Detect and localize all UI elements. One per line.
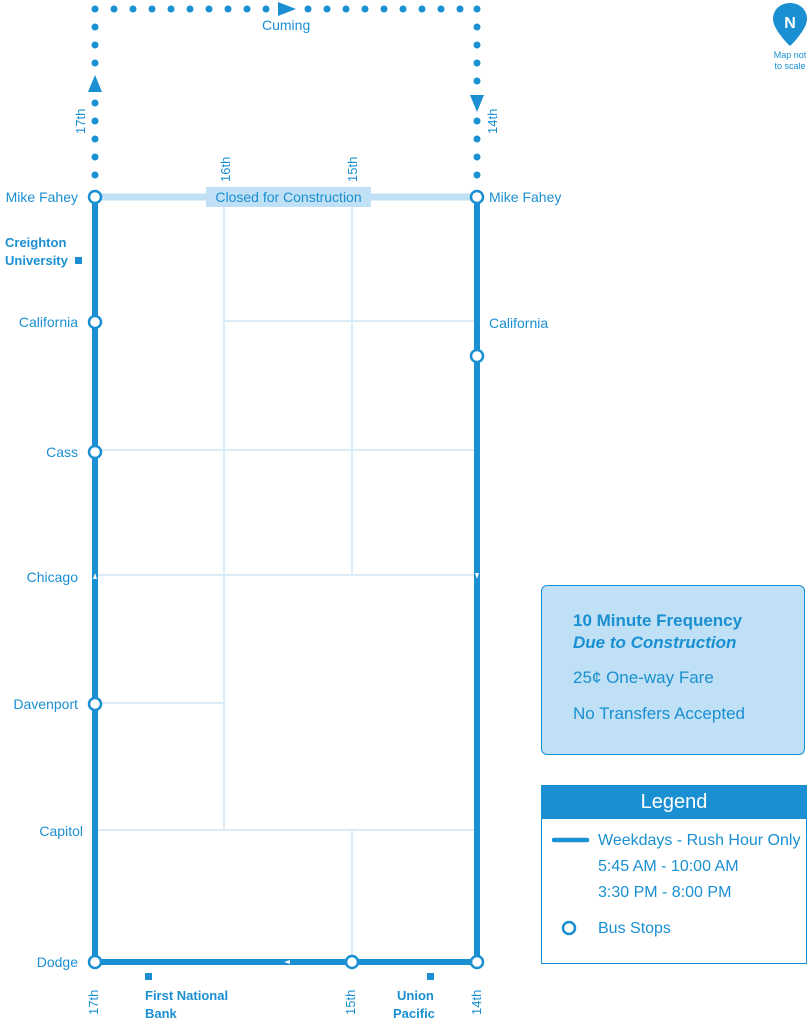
landmark-fnb-icon <box>145 973 152 980</box>
service-info-box: 10 Minute Frequency Due to Construction … <box>541 585 805 755</box>
street-label-cuming: Cuming <box>262 17 311 33</box>
compass: N Map not to scale <box>772 4 808 72</box>
stop-dodge-14th[interactable] <box>469 954 485 970</box>
arrow-left-icon <box>284 960 290 964</box>
landmark-up-icon <box>427 973 434 980</box>
info-transfers: No Transfers Accepted <box>573 704 745 723</box>
stop-label-california-east: California <box>489 315 549 331</box>
detour-arrow-south-icon <box>470 95 484 112</box>
street-grid <box>95 197 477 962</box>
street-label-17th-top: 17th <box>73 108 88 134</box>
legend-time-am: 5:45 AM - 10:00 AM <box>598 858 739 875</box>
street-label-14th-top: 14th <box>485 108 500 134</box>
info-construction: Due to Construction <box>573 633 737 652</box>
stop-label-dodge: Dodge <box>36 954 78 970</box>
legend-stops-label: Bus Stops <box>598 920 671 937</box>
legend: Legend Weekdays - Rush Hour Only 5:45 AM… <box>541 785 807 964</box>
street-label-14th-bottom: 14th <box>469 989 484 1015</box>
street-label-17th-bottom: 17th <box>86 989 101 1015</box>
landmark-creighton-line2: University <box>5 253 68 268</box>
main-route <box>92 194 480 965</box>
legend-stop-icon <box>561 920 577 936</box>
detour-arrow-north-icon <box>88 75 102 92</box>
north-compass-icon <box>773 3 807 46</box>
compass-letter: N <box>784 15 796 32</box>
stop-cass[interactable] <box>87 444 103 460</box>
stop-label-california-west: California <box>18 314 78 330</box>
legend-symbols <box>551 837 590 936</box>
detour-route <box>88 2 484 179</box>
landmark-up-line2: Pacific <box>393 1006 435 1021</box>
stop-mike-fahey-west[interactable] <box>87 189 103 205</box>
legend-route-label: Weekdays - Rush Hour Only <box>598 832 801 849</box>
landmark-markers <box>75 257 434 980</box>
stop-dodge-15th[interactable] <box>344 954 360 970</box>
stop-label-mike-fahey-east: Mike Fahey <box>489 189 562 205</box>
landmark-creighton-icon <box>75 257 82 264</box>
compass-note-2: to scale <box>774 61 806 71</box>
arrow-down-icon <box>475 573 479 579</box>
stop-california-east[interactable] <box>469 348 485 364</box>
landmark-up-line1: Union <box>397 988 434 1003</box>
legend-time-pm: 3:30 PM - 8:00 PM <box>598 884 732 901</box>
stop-california-west[interactable] <box>87 314 103 330</box>
stop-label-capitol: Capitol <box>39 823 83 839</box>
street-label-15th: 15th <box>345 156 360 182</box>
info-frequency: 10 Minute Frequency <box>573 611 743 630</box>
info-fare: 25¢ One-way Fare <box>573 668 714 687</box>
stop-label-cass: Cass <box>46 444 78 460</box>
stop-label-mike-fahey-west: Mike Fahey <box>5 189 78 205</box>
stop-dodge-17th[interactable] <box>87 954 103 970</box>
stop-label-chicago: Chicago <box>26 569 78 585</box>
landmark-fnb-line1: First National <box>145 988 229 1003</box>
direction-arrows <box>93 573 479 964</box>
street-label-15th-bottom: 15th <box>343 989 358 1015</box>
landmark-creighton-line1: Creighton <box>5 235 67 250</box>
landmark-fnb-line2: Bank <box>145 1006 177 1021</box>
stop-mike-fahey-east[interactable] <box>469 189 485 205</box>
stop-davenport[interactable] <box>87 696 103 712</box>
detour-arrow-east-icon <box>278 2 296 16</box>
closed-for-construction: Closed for Construction <box>206 187 371 207</box>
street-label-16th: 16th <box>218 156 233 182</box>
bus-stops <box>87 189 485 970</box>
stop-label-davenport: Davenport <box>13 696 78 712</box>
legend-title: Legend <box>542 786 806 819</box>
arrow-up-icon <box>93 573 97 579</box>
compass-note-1: Map not <box>773 50 807 60</box>
